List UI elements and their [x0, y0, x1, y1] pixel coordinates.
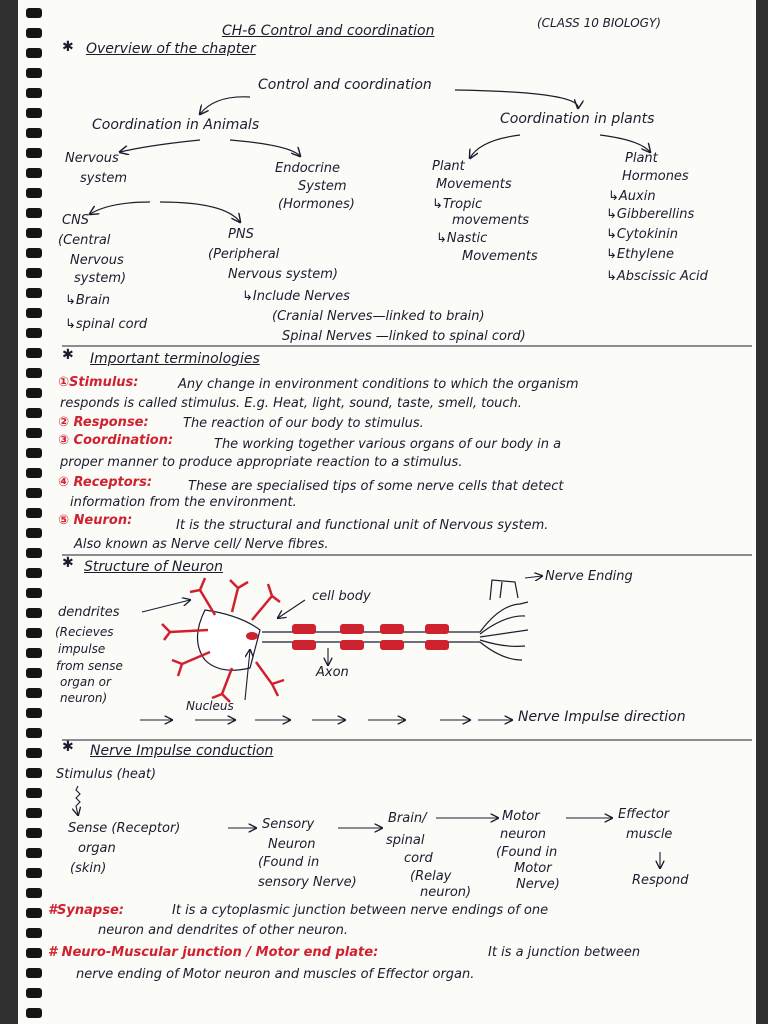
impulse-heading: Nerve Impulse conduction: [90, 744, 273, 758]
stimulus-label: Stimulus (heat): [56, 768, 156, 781]
impulse-direction-label: Nerve Impulse direction: [518, 710, 686, 724]
animals-branch-label: Coordination in Animals: [92, 118, 259, 132]
cell-body-label: cell body: [312, 590, 371, 603]
tree-root: Control and coordination: [258, 78, 432, 92]
asterisk-bullet: ✱: [62, 740, 74, 754]
terminology-heading: Important terminologies: [90, 352, 260, 366]
nucleus-dot: [246, 632, 258, 640]
chapter-title: CH-6 Control and coordination: [222, 24, 435, 38]
axon-label: Axon: [316, 666, 349, 679]
nucleus-label: Nucleus: [186, 700, 234, 712]
class-tag: (CLASS 10 BIOLOGY): [537, 17, 661, 29]
overview-heading: Overview of the chapter: [86, 42, 256, 56]
nerve-ending-label: Nerve Ending: [545, 570, 633, 583]
plants-branch-label: Coordination in plants: [500, 112, 654, 126]
asterisk-bullet: ✱: [62, 556, 74, 570]
asterisk-bullet: ✱: [62, 40, 74, 54]
asterisk-bullet: ✱: [62, 348, 74, 362]
neuron-heading: Structure of Neuron: [84, 560, 223, 574]
